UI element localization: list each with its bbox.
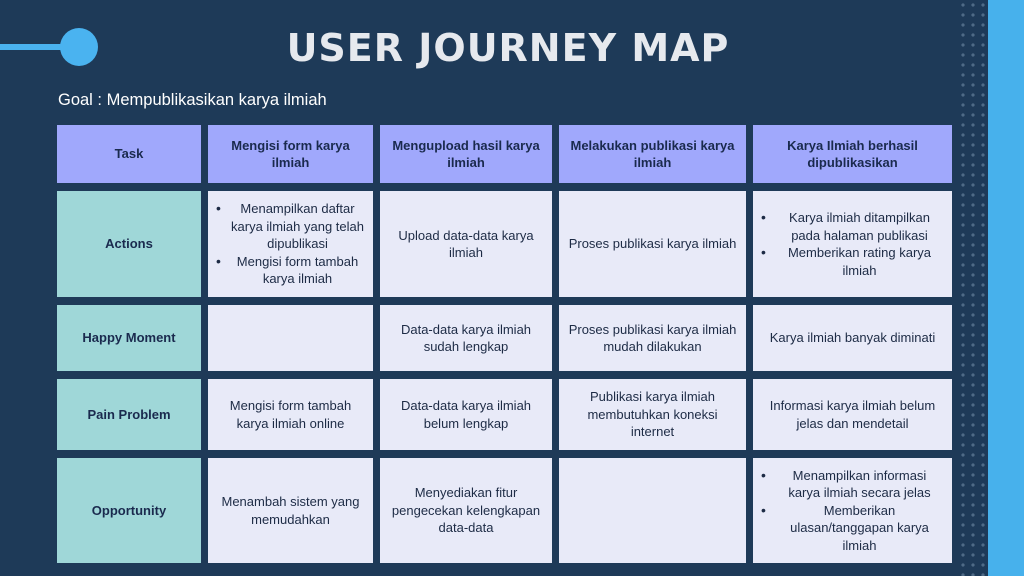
cell-pain-1: Mengisi form tambah karya ilmiah online: [208, 379, 373, 450]
header-stage-2: Mengupload hasil karya ilmiah: [380, 125, 552, 183]
bullet-item: Memberikan rating karya ilmiah: [761, 244, 944, 279]
cell-actions-1: Menampilkan daftar karya ilmiah yang tel…: [208, 191, 373, 297]
cell-pain-2: Data-data karya ilmiah belum lengkap: [380, 379, 552, 450]
row-label-opportunity: Opportunity: [57, 458, 201, 563]
bullet-list: Menampilkan informasi karya ilmiah secar…: [761, 467, 944, 555]
header-stage-3: Melakukan publikasi karya ilmiah: [559, 125, 746, 183]
header-stage-4: Karya Ilmiah berhasil dipublikasikan: [753, 125, 952, 183]
cell-happy-2: Data-data karya ilmiah sudah lengkap: [380, 305, 552, 371]
goal-text: Goal : Mempublikasikan karya ilmiah: [58, 91, 327, 109]
cell-opportunity-1: Menambah sistem yang memudahkan: [208, 458, 373, 563]
bullet-item: Karya ilmiah ditampilkan pada halaman pu…: [761, 209, 944, 244]
dot-pattern: [958, 0, 988, 576]
cell-actions-3: Proses publikasi karya ilmiah: [559, 191, 746, 297]
cell-pain-4: Informasi karya ilmiah belum jelas dan m…: [753, 379, 952, 450]
row-label-pain-problem: Pain Problem: [57, 379, 201, 450]
side-accent-bar: [988, 0, 1024, 576]
page-title: USER JOURNEY MAP: [286, 26, 730, 70]
decorative-line: [0, 44, 66, 50]
bullet-item: Mengisi form tambah karya ilmiah: [216, 253, 365, 288]
bullet-item: Memberikan ulasan/tanggapan karya ilmiah: [761, 502, 944, 555]
cell-happy-4: Karya ilmiah banyak diminati: [753, 305, 952, 371]
cell-actions-2: Upload data-data karya ilmiah: [380, 191, 552, 297]
header-stage-1: Mengisi form karya ilmiah: [208, 125, 373, 183]
journey-table: Task Mengisi form karya ilmiah Menguploa…: [57, 125, 952, 563]
cell-opportunity-4: Menampilkan informasi karya ilmiah secar…: [753, 458, 952, 563]
bullet-list: Karya ilmiah ditampilkan pada halaman pu…: [761, 209, 944, 279]
cell-happy-1: [208, 305, 373, 371]
cell-pain-3: Publikasi karya ilmiah membutuhkan konek…: [559, 379, 746, 450]
header-task: Task: [57, 125, 201, 183]
decorative-circle: [60, 28, 98, 66]
row-label-happy-moment: Happy Moment: [57, 305, 201, 371]
row-label-actions: Actions: [57, 191, 201, 297]
bullet-list: Menampilkan daftar karya ilmiah yang tel…: [216, 200, 365, 288]
cell-actions-4: Karya ilmiah ditampilkan pada halaman pu…: [753, 191, 952, 297]
cell-opportunity-3: [559, 458, 746, 563]
cell-happy-3: Proses publikasi karya ilmiah mudah dila…: [559, 305, 746, 371]
bullet-item: Menampilkan daftar karya ilmiah yang tel…: [216, 200, 365, 253]
bullet-item: Menampilkan informasi karya ilmiah secar…: [761, 467, 944, 502]
cell-opportunity-2: Menyediakan fitur pengecekan kelengkapan…: [380, 458, 552, 563]
